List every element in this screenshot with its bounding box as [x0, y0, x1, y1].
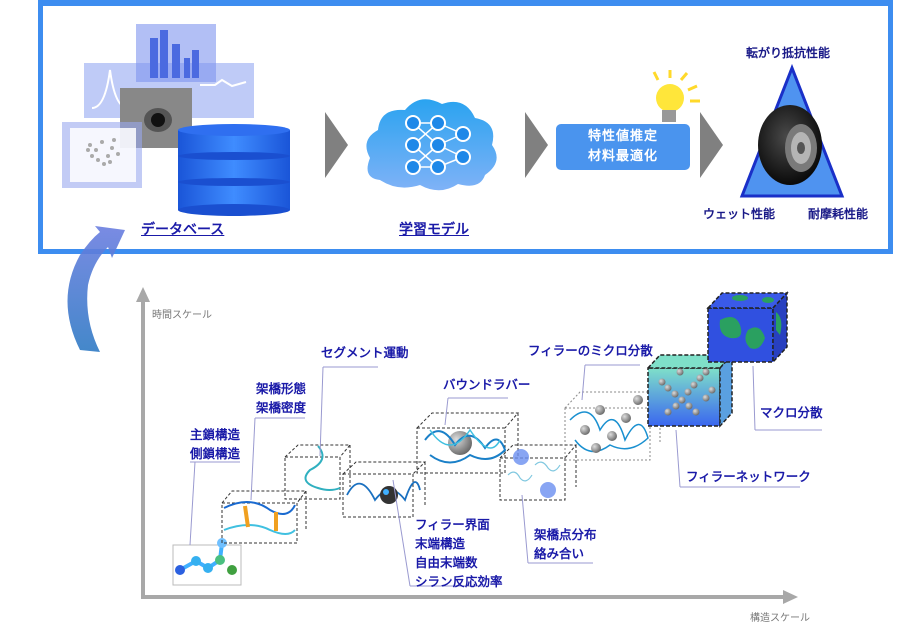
database-link[interactable]: データベース	[141, 222, 225, 238]
segment-cube	[284, 444, 352, 500]
main-chain-cube	[172, 538, 242, 586]
macro-dispersion-cube	[706, 291, 789, 364]
crosslink-distribution-label: 架橋点分布 絡み合い	[534, 527, 597, 561]
database-icon	[178, 124, 290, 216]
arrow-right-icon	[325, 112, 348, 178]
crosslink-cube	[221, 490, 307, 544]
result-box-line1: 特性値推定	[587, 129, 658, 144]
crosslink-distribution-cube	[499, 444, 578, 501]
filler-network-label: フィラーネットワーク	[686, 469, 811, 484]
main-chain-label: 主鎖構造 側鎖構造	[190, 427, 241, 461]
bound-rubber-label: バウンドラバー	[443, 377, 531, 392]
data-panels-icon	[62, 24, 254, 188]
structure-scale-axis	[141, 590, 798, 604]
filler-interface-label: フィラー界面 末端構造 自由末端数 シラン反応効率	[415, 517, 503, 589]
wet-performance-label: ウェット性能	[703, 207, 776, 221]
bound-rubber-cube	[416, 412, 520, 474]
wear-resistance-label: 耐摩耗性能	[808, 207, 869, 221]
rolling-resistance-label: 転がり抵抗性能	[746, 46, 831, 60]
filler-micro-cube	[564, 391, 661, 461]
y-axis-label: 時間スケール	[152, 310, 212, 321]
tire-icon	[758, 105, 822, 185]
time-scale-axis	[136, 287, 150, 598]
leader-lines	[189, 364, 822, 587]
result-box-line2: 材料最適化	[587, 149, 658, 164]
filler-network-cube	[646, 353, 734, 428]
macro-dispersion-label: マクロ分散	[760, 405, 823, 420]
x-axis-label: 構造スケール	[750, 613, 810, 624]
filler-interface-cube	[342, 461, 427, 518]
segment-motion-label: セグメント運動	[321, 345, 409, 360]
arrow-right-icon	[700, 112, 723, 178]
arrow-right-icon	[525, 112, 548, 178]
feedback-arrow-icon	[67, 226, 125, 352]
crosslink-label: 架橋形態 架橋密度	[256, 381, 307, 415]
result-box: 特性値推定 材料最適化	[556, 124, 690, 170]
filler-micro-dispersion-label: フィラーのミクロ分散	[528, 343, 653, 358]
neural-network-cloud-icon	[366, 99, 497, 191]
lightbulb-icon	[652, 70, 700, 122]
learning-model-link[interactable]: 学習モデル	[399, 222, 469, 238]
